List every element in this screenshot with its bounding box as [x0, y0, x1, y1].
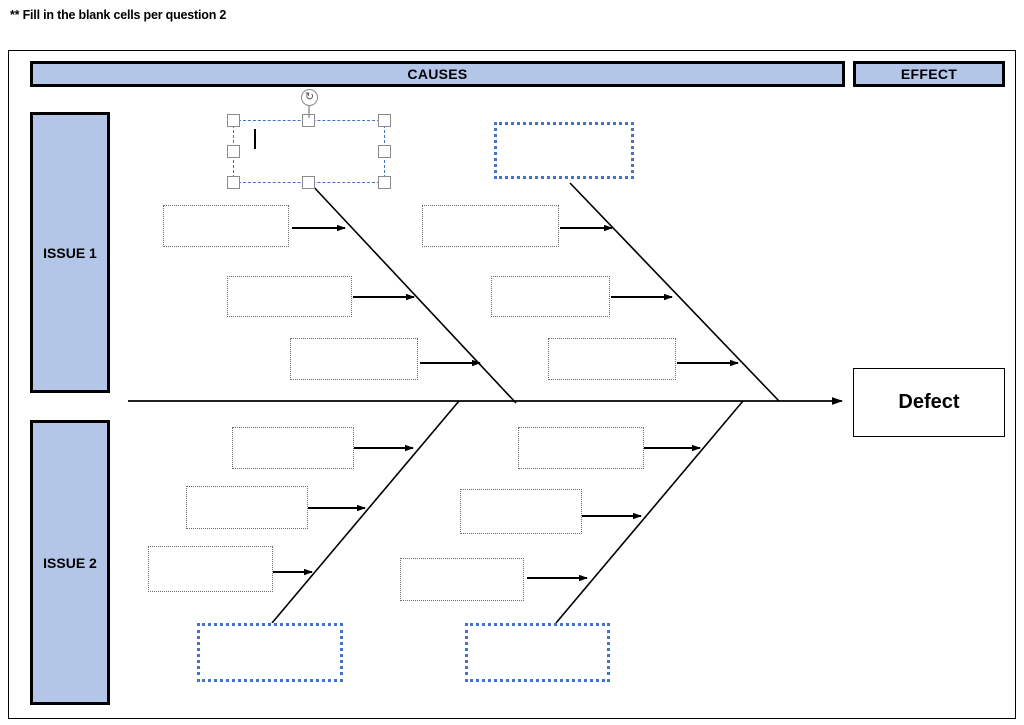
cause-cell-u2-right[interactable] [491, 276, 610, 317]
cause-cell-l1-left[interactable] [232, 427, 354, 469]
cause-cell-top-right-blue[interactable] [494, 122, 634, 179]
cause-cell-l3-left[interactable] [148, 546, 273, 592]
cause-cell-l3-right[interactable] [400, 558, 524, 601]
cause-cell-bottom-left-blue[interactable] [197, 623, 343, 682]
cause-cell-l1-right[interactable] [518, 427, 644, 469]
issue-label-2[interactable]: ISSUE 2 [30, 420, 110, 705]
text-caret [254, 129, 256, 149]
resize-handle-n[interactable] [302, 114, 315, 127]
resize-handle-sw[interactable] [227, 176, 240, 189]
cause-cell-l2-right[interactable] [460, 489, 582, 534]
cause-cell-u3-left[interactable] [290, 338, 418, 380]
resize-handle-w[interactable] [227, 145, 240, 158]
cause-cell-bottom-right-blue[interactable] [465, 623, 610, 682]
cause-cell-u2-left[interactable] [227, 276, 352, 317]
resize-handle-ne[interactable] [378, 114, 391, 127]
cause-cell-u3-right[interactable] [548, 338, 676, 380]
effect-defect-box[interactable]: Defect [853, 368, 1005, 437]
resize-handle-nw[interactable] [227, 114, 240, 127]
cause-cell-u1-right[interactable] [422, 205, 559, 247]
cause-cell-l2-left[interactable] [186, 486, 308, 529]
resize-handle-e[interactable] [378, 145, 391, 158]
resize-handle-se[interactable] [378, 176, 391, 189]
causes-banner: CAUSES [30, 61, 845, 87]
effect-banner: EFFECT [853, 61, 1005, 87]
rotate-handle[interactable]: ↻ [301, 89, 318, 106]
resize-handle-s[interactable] [302, 176, 315, 189]
cause-cell-u1-left[interactable] [163, 205, 289, 247]
instruction-note: ** Fill in the blank cells per question … [10, 8, 227, 22]
issue-label-1[interactable]: ISSUE 1 [30, 112, 110, 393]
